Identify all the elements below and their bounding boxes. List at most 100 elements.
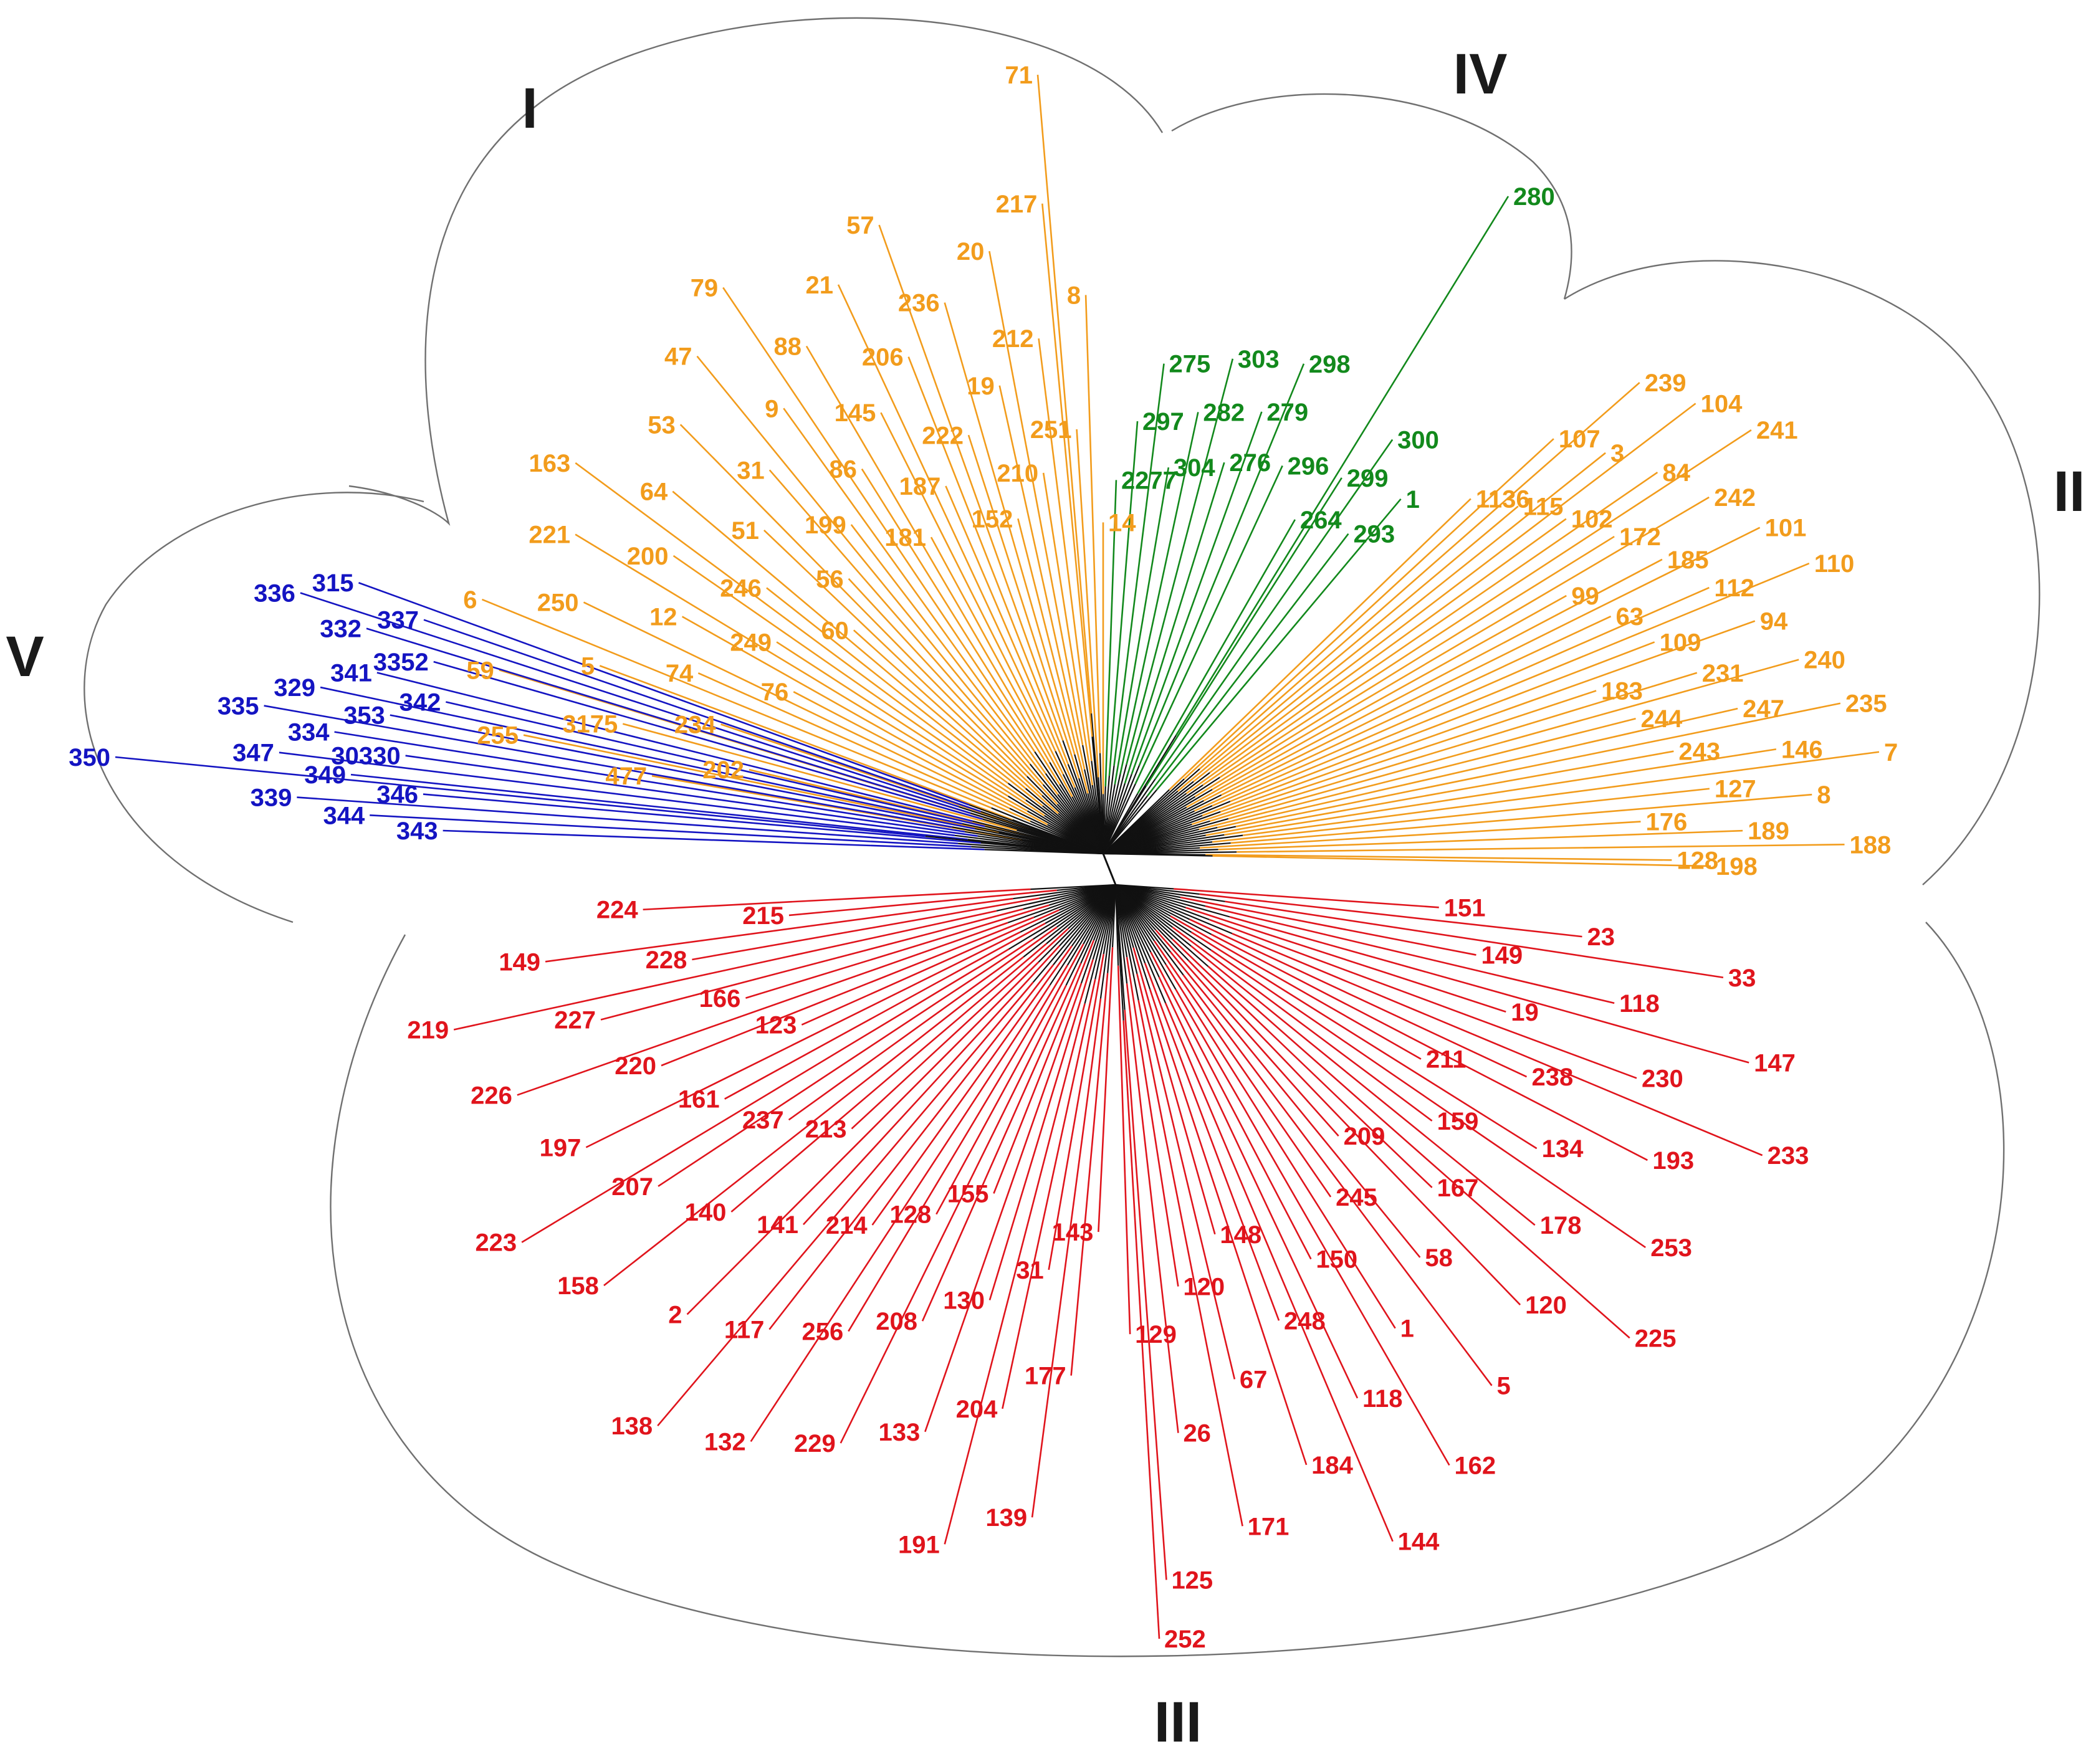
leaf-label-iii-70: 219 bbox=[407, 1017, 449, 1044]
branch-i-43 bbox=[1041, 203, 1093, 737]
branch-iii-52 bbox=[871, 945, 1073, 1226]
branch-ii-11 bbox=[1186, 594, 1567, 808]
branch-iii-1 bbox=[1199, 893, 1582, 938]
leaf-label-i-43: 217 bbox=[996, 191, 1038, 218]
leaf-label-iii-0: 151 bbox=[1444, 894, 1486, 922]
branch-v-18 bbox=[358, 582, 970, 806]
leaf-label-iii-56: 2 bbox=[668, 1301, 682, 1328]
branch-iii-72 bbox=[545, 897, 1013, 963]
leaf-label-iii-15: 178 bbox=[1540, 1212, 1582, 1239]
leaf-label-i-9: 74 bbox=[666, 660, 694, 687]
branch-ii-17 bbox=[1202, 641, 1655, 817]
branch-ii-4 bbox=[1193, 452, 1606, 783]
branch-i-18 bbox=[672, 490, 1026, 789]
leaf-label-ii-18: 94 bbox=[1760, 608, 1788, 636]
branch-ii-10 bbox=[1212, 496, 1710, 791]
branch-ii-12 bbox=[1203, 558, 1663, 802]
leaf-label-iii-63: 161 bbox=[678, 1086, 720, 1113]
leaf-label-iii-16: 225 bbox=[1635, 1325, 1677, 1352]
leaf-label-iv-0: 2277 bbox=[1121, 467, 1177, 494]
leaf-label-ii-10: 242 bbox=[1714, 484, 1756, 512]
leaf-label-i-16: 163 bbox=[529, 450, 571, 477]
leaf-label-ii-26: 146 bbox=[1781, 736, 1823, 763]
leaf-label-i-5: 59 bbox=[466, 657, 494, 684]
leaf-label-i-39: 19 bbox=[967, 373, 995, 400]
leaf-label-iii-47: 208 bbox=[876, 1308, 917, 1335]
leaf-label-v-6: 30330 bbox=[331, 743, 400, 770]
leaf-label-i-28: 86 bbox=[829, 456, 857, 484]
leaf-label-iii-18: 120 bbox=[1525, 1292, 1567, 1319]
leaf-label-i-38: 152 bbox=[972, 505, 1013, 533]
branch-iii-9 bbox=[1189, 918, 1528, 1078]
branch-iii-5-inner bbox=[1115, 884, 1230, 918]
branch-v-15 bbox=[366, 627, 971, 814]
branch-iii-0 bbox=[1174, 888, 1439, 908]
branch-iii-61 bbox=[658, 938, 1034, 1187]
leaf-label-iii-24: 162 bbox=[1454, 1452, 1496, 1479]
leaf-label-iii-32: 171 bbox=[1248, 1513, 1290, 1540]
branch-i-30 bbox=[930, 536, 1073, 798]
leaf-label-v-16: 336 bbox=[254, 579, 295, 607]
branch-ii-6 bbox=[1185, 518, 1567, 794]
branch-iii-36 bbox=[1117, 965, 1131, 1335]
branch-v-6 bbox=[405, 755, 978, 837]
branch-i-4 bbox=[622, 723, 1017, 831]
leaf-label-iii-1: 23 bbox=[1587, 923, 1615, 951]
branch-i-12 bbox=[681, 616, 1028, 812]
leaf-label-ii-19: 183 bbox=[1601, 677, 1643, 705]
leaf-label-iii-46: 155 bbox=[947, 1180, 989, 1208]
cluster-iv-label: IV bbox=[1453, 42, 1508, 106]
leaf-label-i-21: 53 bbox=[648, 411, 676, 439]
branch-iii-48 bbox=[840, 985, 1067, 1444]
branch-iii-69 bbox=[600, 908, 1023, 1021]
branch-iv-9 bbox=[1134, 465, 1283, 784]
branch-v-13 bbox=[115, 756, 926, 837]
branch-iii-30 bbox=[1132, 947, 1216, 1235]
leaf-label-v-4: 349 bbox=[304, 761, 346, 789]
leaf-label-i-0: 71 bbox=[1005, 62, 1033, 89]
branch-iii-68 bbox=[745, 904, 1050, 999]
leaf-label-iii-65: 123 bbox=[755, 1012, 797, 1039]
leaf-label-iii-40: 139 bbox=[985, 1504, 1027, 1532]
branch-iii-13-inner bbox=[1115, 884, 1212, 951]
leaf-label-i-29: 88 bbox=[773, 333, 801, 361]
leaf-label-i-15: 200 bbox=[627, 543, 669, 570]
leaf-label-ii-17: 109 bbox=[1660, 629, 1701, 656]
branch-iii-14 bbox=[1172, 927, 1433, 1122]
branch-iv-0 bbox=[1104, 480, 1117, 787]
branch-iv-6 bbox=[1124, 462, 1225, 784]
branch-v-12 bbox=[376, 672, 973, 822]
leaf-label-iv-7: 279 bbox=[1266, 399, 1308, 426]
leaf-label-i-35: 57 bbox=[846, 212, 874, 239]
branch-iii-2 bbox=[1225, 900, 1724, 979]
branch-i-13 bbox=[575, 533, 1009, 797]
branch-iii-33 bbox=[1126, 956, 1179, 1287]
branch-i-15 bbox=[672, 555, 1026, 801]
leaf-label-iii-50: 256 bbox=[802, 1318, 844, 1346]
cluster-i-label: I bbox=[522, 77, 538, 140]
branch-i-26 bbox=[783, 408, 1046, 775]
branch-iv-11 bbox=[1137, 519, 1296, 794]
leaf-label-i-14: 249 bbox=[730, 629, 772, 656]
branch-ii-5 bbox=[1209, 403, 1696, 773]
leaf-label-iv-14: 293 bbox=[1353, 521, 1395, 548]
branch-iv-5 bbox=[1126, 358, 1234, 765]
branch-i-8 bbox=[481, 598, 992, 809]
branch-v-10 bbox=[320, 686, 963, 825]
leaf-label-ii-25: 243 bbox=[1678, 738, 1720, 766]
leaf-label-v-11: 342 bbox=[400, 689, 441, 717]
leaf-label-iv-3: 304 bbox=[1174, 454, 1215, 482]
branch-iii-48-inner bbox=[1065, 884, 1116, 986]
leaf-label-i-18: 64 bbox=[640, 479, 668, 506]
leaf-label-i-40: 20 bbox=[957, 238, 985, 265]
branch-v-5 bbox=[279, 751, 955, 837]
branch-iii-8-inner bbox=[1115, 884, 1233, 935]
branch-iii-45-inner bbox=[1080, 884, 1117, 984]
leaf-label-iii-8: 233 bbox=[1768, 1142, 1809, 1170]
leaf-label-iii-31: 67 bbox=[1240, 1366, 1268, 1393]
branch-iv-4 bbox=[1119, 412, 1199, 775]
leaf-label-ii-3: 115 bbox=[1523, 493, 1564, 520]
leaf-label-v-12: 341 bbox=[330, 660, 372, 687]
leaf-label-i-6: 234 bbox=[674, 711, 716, 738]
